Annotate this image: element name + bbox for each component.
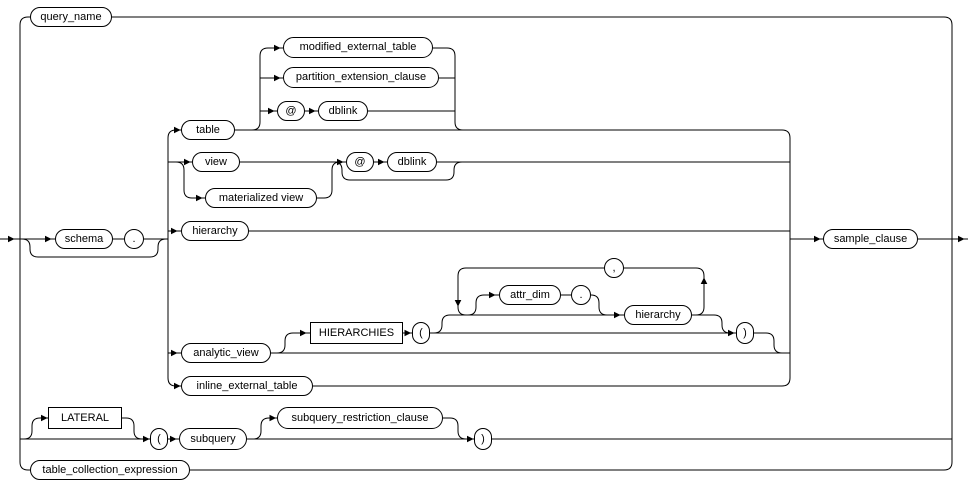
node-dblink-table: dblink <box>318 101 368 121</box>
keyword-hierarchies: HIERARCHIES <box>310 322 403 344</box>
node-modified-external-table: modified_external_table <box>283 37 433 58</box>
node-table: table <box>181 120 235 140</box>
node-open-paren-subquery: ( <box>150 428 168 450</box>
node-analytic-view: analytic_view <box>181 343 271 363</box>
node-dot-attr-dim: . <box>571 285 591 305</box>
node-dblink-view: dblink <box>387 152 437 172</box>
node-at-sign-view: @ <box>346 152 374 172</box>
node-hierarchy: hierarchy <box>181 221 249 241</box>
node-partition-extension-clause: partition_extension_clause <box>283 67 439 88</box>
keyword-lateral: LATERAL <box>48 407 122 429</box>
node-materialized-view: materialized view <box>205 188 317 208</box>
node-attr-dim: attr_dim <box>499 285 561 305</box>
node-close-paren-hierarchies: ) <box>736 322 754 344</box>
arrowheads <box>8 44 965 443</box>
node-schema: schema <box>55 229 113 249</box>
node-sample-clause: sample_clause <box>823 229 918 249</box>
node-subquery: subquery <box>179 428 247 450</box>
node-close-paren-subquery: ) <box>474 428 492 450</box>
node-query-name: query_name <box>30 7 112 27</box>
node-hierarchy-item: hierarchy <box>624 305 692 325</box>
node-dot-schema: . <box>124 229 144 249</box>
railroad-track <box>0 16 968 471</box>
node-inline-external-table: inline_external_table <box>181 376 313 396</box>
node-at-sign-table: @ <box>277 101 305 121</box>
node-subquery-restriction-clause: subquery_restriction_clause <box>277 407 443 429</box>
node-view: view <box>192 152 240 172</box>
node-comma: , <box>604 258 624 278</box>
node-table-collection-expression: table_collection_expression <box>30 460 190 480</box>
node-open-paren-hierarchies: ( <box>412 322 430 344</box>
